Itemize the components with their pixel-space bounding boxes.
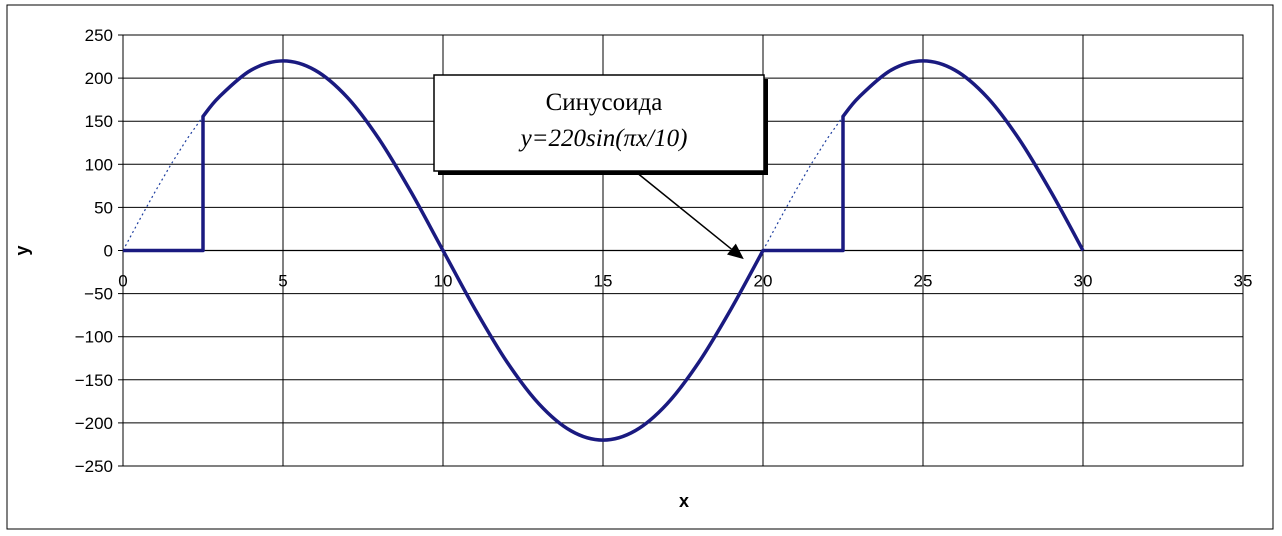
y-tick-label: 100 [85,155,113,174]
x-tick-label: 25 [914,272,933,291]
tick-labels: 250 200 150 100 50 0 −50 −100 −150 −200 −250 0 5 10 15… [75,26,1253,476]
y-tick-label: 0 [104,242,113,261]
y-tick-label: 200 [85,69,113,88]
series-layer [122,59,1085,442]
y-tick-label: 150 [85,112,113,131]
y-tick-label: 250 [85,26,113,45]
y-tick-label: −50 [84,285,113,304]
x-tick-label: 15 [594,272,613,291]
x-tick-label: 20 [754,272,773,291]
x-tick-label: 0 [118,272,127,291]
y-tick-label: −150 [75,371,113,390]
y-tick-label: 50 [94,198,113,217]
y-tick-label: −100 [75,328,113,347]
y-tick-label: −250 [75,457,113,476]
x-tick-label: 5 [278,272,287,291]
annotation-box [433,74,765,172]
bold-sine-series [123,59,1085,442]
x-tick-label: 30 [1074,272,1093,291]
annotation: Синусоида y=220sin(πx/10) [433,74,768,260]
annotation-arrowhead [727,243,744,260]
y-tick-label: −200 [75,414,113,433]
x-axis-label: x [679,491,689,511]
annotation-title: Синусоида [546,89,663,116]
x-tick-label: 35 [1234,272,1253,291]
x-tick-label: 10 [434,272,453,291]
annotation-formula: y=220sin(πx/10) [518,125,688,152]
y-axis-label: y [12,245,32,255]
annotation-arrow [635,171,732,250]
